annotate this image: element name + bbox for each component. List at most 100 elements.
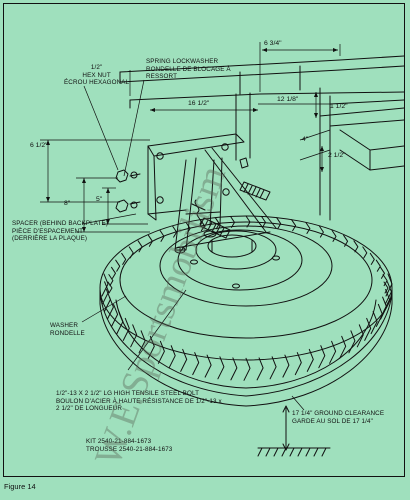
label-spacer-fr-2: (DERRIÈRE LA PLAQUE) xyxy=(12,235,88,243)
mounting-arms xyxy=(174,147,277,251)
tread-block xyxy=(356,324,364,348)
tread-block xyxy=(111,303,119,327)
tread-block xyxy=(384,281,392,305)
dimension-arrows xyxy=(46,48,338,232)
tread-block xyxy=(159,229,165,242)
tread-block xyxy=(306,348,314,372)
tread-block xyxy=(331,229,337,242)
dim-4: 4" xyxy=(302,136,309,143)
spare-tire xyxy=(99,215,393,407)
label-washer-en: WASHER xyxy=(50,322,79,329)
tread-block xyxy=(276,217,282,230)
wheel-hub xyxy=(174,230,280,289)
tread-block xyxy=(107,281,113,294)
tread-block xyxy=(185,222,191,234)
tread-block xyxy=(375,303,383,327)
tread-block xyxy=(230,215,235,228)
tread-block xyxy=(364,317,372,341)
tread-block xyxy=(108,274,114,287)
label-spacer-fr: PIÈCE D'ESPACEMENT xyxy=(12,227,84,235)
tread-block xyxy=(115,259,121,272)
tread-block xyxy=(380,266,385,279)
label-hex-nut-en: HEX NUT xyxy=(82,71,111,79)
tread-block xyxy=(383,289,391,312)
dimension-lines xyxy=(40,42,341,411)
label-washer-fr: RONDELLE xyxy=(50,329,85,337)
label-spacer-en: SPACER (BEHIND BACKPLATE) xyxy=(12,220,109,227)
dim-2-1-2: 2 1/2" xyxy=(328,152,346,159)
label-bolt-fr-2: 2 1/2" DE LONGUEUR xyxy=(56,405,122,413)
label-hex-nut: 1/2" HEX NUT ÉCROU HEXAGONAL xyxy=(64,64,129,87)
tread-block xyxy=(172,225,178,238)
tread-block xyxy=(282,354,290,378)
tread-block xyxy=(230,357,238,381)
vehicle-frame-rail xyxy=(119,55,405,221)
tread-block xyxy=(261,215,266,228)
tread-block xyxy=(318,225,324,238)
tread-block xyxy=(204,354,212,378)
tread-block xyxy=(385,273,393,297)
tread-block xyxy=(369,252,375,265)
tread-block xyxy=(130,324,138,348)
tread-block xyxy=(269,356,277,380)
tread-block xyxy=(217,356,225,380)
tread-block xyxy=(370,311,378,335)
tread-block xyxy=(383,281,389,294)
tread-block xyxy=(122,317,130,341)
backplate xyxy=(147,133,245,221)
tread-block xyxy=(157,340,165,364)
tread-block xyxy=(121,252,127,265)
label-bolt-en: 1/2"-13 X 2 1/2" LG HIGH TENSILE STEEL B… xyxy=(56,390,200,397)
ground-line xyxy=(257,405,331,457)
tread-block xyxy=(256,357,264,381)
tread-block xyxy=(128,246,134,259)
tread-block xyxy=(101,273,109,297)
tread-block xyxy=(305,222,311,234)
tread-block xyxy=(106,296,114,320)
label-clearance-en: 17 1/4" GROUND CLEARANCE xyxy=(292,410,385,417)
tread-block xyxy=(362,246,368,259)
dim-1-1-2: 1 1/2" xyxy=(330,103,348,110)
tread-block xyxy=(168,345,176,369)
figure-frame xyxy=(3,3,405,477)
label-kit-fr: TROUSSE 2540-21-884-1673 xyxy=(86,445,173,453)
hex-nuts xyxy=(115,169,141,213)
tread-block xyxy=(138,330,146,354)
dim-5: 5" xyxy=(96,196,103,203)
tread-block xyxy=(343,234,349,247)
label-hex-nut-size: 1/2" xyxy=(90,64,103,71)
label-kit: KIT 2540-21-884-1673 TROUSSE 2540-21-884… xyxy=(86,438,172,453)
tread-block xyxy=(318,345,326,369)
tread-block xyxy=(245,215,251,228)
tread-block xyxy=(199,219,205,232)
label-ground-clearance: 17 1/4" GROUND CLEARANCE GARDE AU SOL DE… xyxy=(292,410,384,425)
tread-block xyxy=(380,296,388,320)
tread-block xyxy=(329,340,337,364)
label-clearance-fr: GARDE AU SOL DE 17 1/4" xyxy=(292,417,373,425)
label-lockwasher-en: SPRING LOCKWASHER xyxy=(146,58,219,65)
tread-block xyxy=(353,240,359,253)
tread-block xyxy=(102,281,110,305)
tread-block xyxy=(180,348,188,372)
label-kit-en: KIT 2540-21-884-1673 xyxy=(86,438,152,445)
label-hex-nut-fr: ÉCROU HEXAGONAL xyxy=(64,79,130,87)
label-lockwasher: SPRING LOCKWASHER RONDELLE DE BLOCAGE À … xyxy=(146,58,231,81)
tread-block xyxy=(111,266,116,279)
tread-block xyxy=(214,217,220,230)
tread-block xyxy=(192,352,200,376)
tread-block xyxy=(137,240,143,253)
label-lockwasher-fr-2: RESSORT xyxy=(146,73,178,81)
dim-6-3-4: 6 3/4" xyxy=(264,40,282,47)
tread-block xyxy=(291,219,297,232)
tread-block xyxy=(147,234,153,247)
dim-6-1-2: 6 1/2" xyxy=(30,142,48,149)
label-lockwasher-fr: RONDELLE DE BLOCAGE À xyxy=(146,65,231,73)
dim-12-1-8: 12 1/8" xyxy=(277,96,299,103)
tread-block xyxy=(348,330,356,354)
figure-caption: Figure 14 xyxy=(4,482,36,491)
tread-block xyxy=(375,259,381,272)
label-spacer: SPACER (BEHIND BACKPLATE) PIÈCE D'ESPACE… xyxy=(12,220,108,243)
dim-16-1-2: 16 1/2" xyxy=(188,100,210,107)
